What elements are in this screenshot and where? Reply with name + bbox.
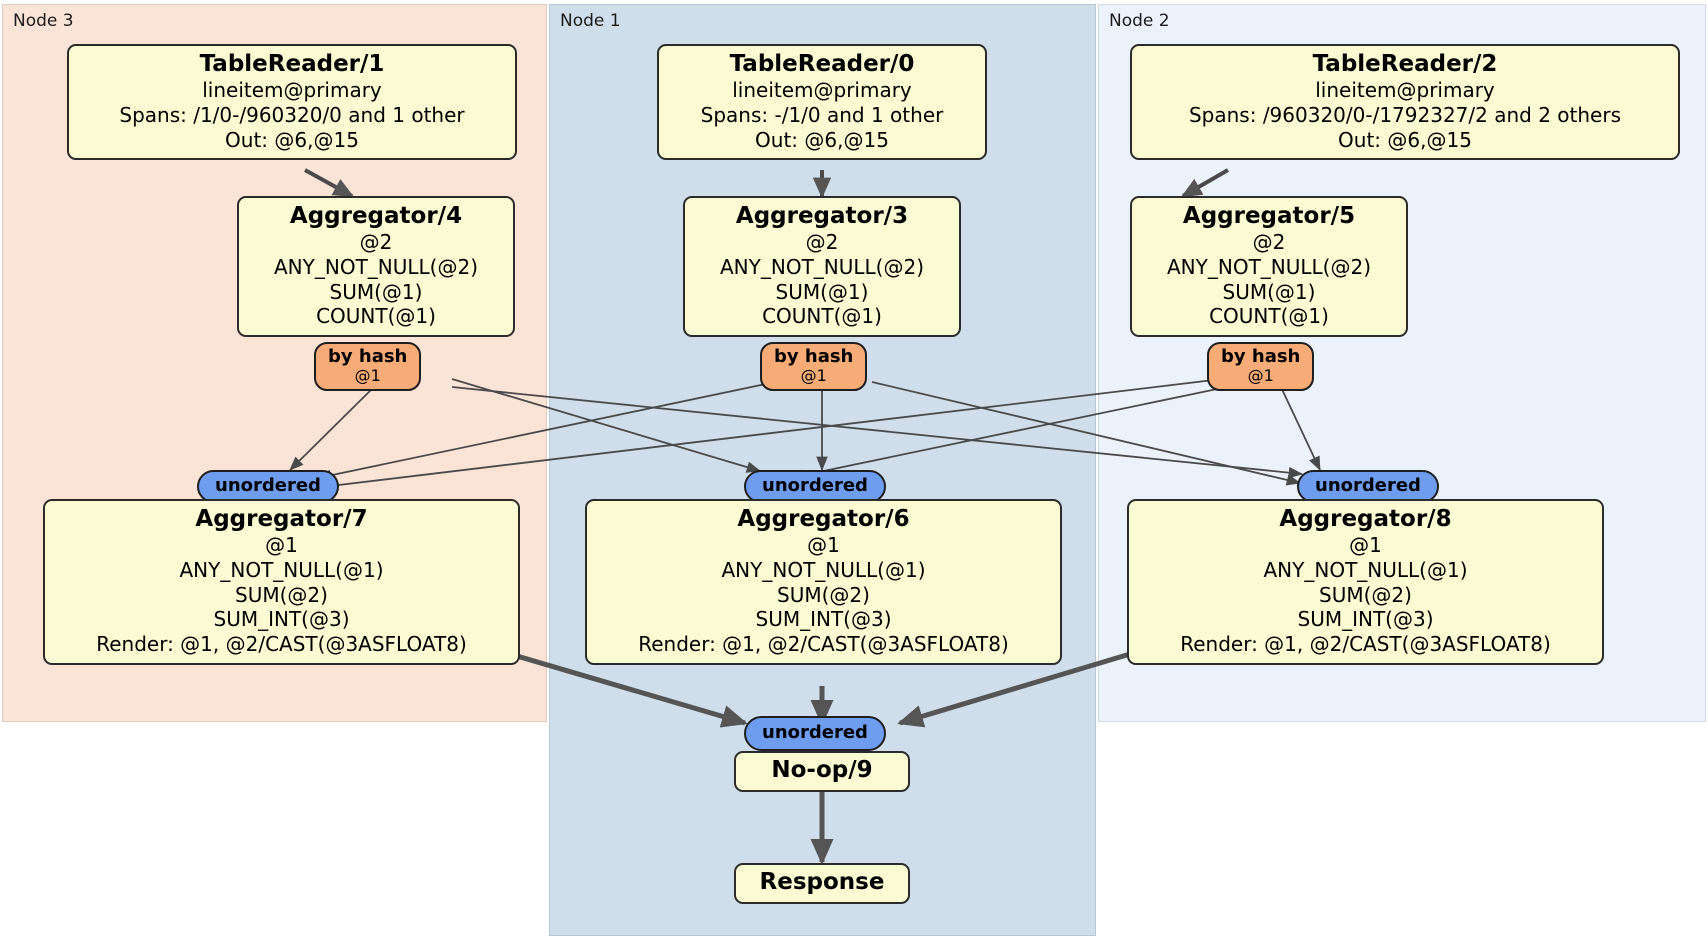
- hash-router-title: by hash: [774, 346, 854, 367]
- synchronizer-aggregator-8[interactable]: unordered: [1297, 470, 1439, 504]
- processor-title: TableReader/2: [1312, 51, 1498, 77]
- processor-detail-line: @1: [265, 533, 298, 558]
- processor-detail-line: Spans: /960320/0-/1792327/2 and 2 others: [1188, 102, 1621, 127]
- processor-response[interactable]: Response: [734, 863, 910, 904]
- processor-detail-line: Spans: -/1/0 and 1 other: [700, 102, 944, 127]
- hash-router-key: @1: [354, 366, 381, 386]
- processor-title: Response: [759, 869, 885, 895]
- processor-detail-line: @2: [1252, 230, 1286, 255]
- processor-table-reader-2[interactable]: TableReader/2 lineitem@primary Spans: /9…: [1130, 44, 1680, 161]
- synchronizer-title: unordered: [762, 475, 868, 496]
- processor-detail-line: SUM_INT(@3): [755, 607, 892, 632]
- hash-router-aggregator-5[interactable]: by hash @1: [1207, 342, 1315, 391]
- processor-detail-line: SUM_INT(@3): [1297, 607, 1434, 632]
- processor-detail-line: SUM_INT(@3): [213, 607, 350, 632]
- processor-detail-line: ANY_NOT_NULL(@1): [721, 557, 926, 582]
- processor-detail-line: lineitem@primary: [732, 78, 912, 103]
- processor-table-reader-1[interactable]: TableReader/1 lineitem@primary Spans: /1…: [67, 44, 517, 161]
- processor-detail-line: Render: @1, @2/CAST(@3ASFLOAT8): [638, 632, 1009, 657]
- processor-aggregator-3[interactable]: Aggregator/3 @2 ANY_NOT_NULL(@2) SUM(@1)…: [683, 196, 961, 338]
- processor-title: TableReader/0: [729, 51, 915, 77]
- processor-detail-line: Render: @1, @2/CAST(@3ASFLOAT8): [1180, 632, 1551, 657]
- hash-router-key: @1: [800, 366, 827, 386]
- processor-detail-line: COUNT(@1): [762, 304, 882, 329]
- processor-detail-line: lineitem@primary: [202, 78, 382, 103]
- processor-detail-line: ANY_NOT_NULL(@2): [274, 254, 478, 279]
- processor-detail-line: SUM(@2): [235, 582, 328, 607]
- processor-title: Aggregator/5: [1182, 203, 1356, 229]
- processor-detail-line: COUNT(@1): [1209, 304, 1329, 329]
- processor-table-reader-0[interactable]: TableReader/0 lineitem@primary Spans: -/…: [657, 44, 987, 161]
- processor-detail-line: @1: [807, 533, 840, 558]
- node-label-node1: Node 1: [560, 11, 621, 31]
- processor-detail-line: SUM(@1): [1222, 279, 1316, 304]
- processor-detail-line: @1: [1349, 533, 1382, 558]
- processor-detail-line: @2: [359, 230, 393, 255]
- processor-detail-line: Out: @6,@15: [1338, 127, 1472, 152]
- processor-title: Aggregator/8: [1279, 506, 1452, 532]
- processor-detail-line: ANY_NOT_NULL(@1): [179, 557, 384, 582]
- processor-detail-line: lineitem@primary: [1315, 78, 1495, 103]
- synchronizer-aggregator-6[interactable]: unordered: [744, 470, 886, 504]
- hash-router-aggregator-4[interactable]: by hash @1: [314, 342, 422, 391]
- processor-detail-line: Out: @6,@15: [755, 127, 889, 152]
- processor-detail-line: ANY_NOT_NULL(@2): [720, 254, 924, 279]
- synchronizer-title: unordered: [762, 722, 868, 743]
- processor-title: Aggregator/7: [195, 506, 368, 532]
- processor-aggregator-8[interactable]: Aggregator/8 @1 ANY_NOT_NULL(@1) SUM(@2)…: [1127, 499, 1604, 666]
- processor-detail-line: ANY_NOT_NULL(@2): [1167, 254, 1371, 279]
- processor-title: Aggregator/4: [289, 203, 463, 229]
- hash-router-aggregator-3[interactable]: by hash @1: [760, 342, 868, 391]
- processor-detail-line: COUNT(@1): [316, 304, 436, 329]
- processor-detail-line: @2: [805, 230, 839, 255]
- hash-router-key: @1: [1247, 366, 1274, 386]
- processor-aggregator-6[interactable]: Aggregator/6 @1 ANY_NOT_NULL(@1) SUM(@2)…: [585, 499, 1062, 666]
- processor-noop-9[interactable]: No-op/9: [734, 751, 910, 792]
- processor-detail-line: Spans: /1/0-/960320/0 and 1 other: [119, 102, 465, 127]
- processor-detail-line: ANY_NOT_NULL(@1): [1263, 557, 1468, 582]
- processor-detail-line: SUM(@2): [777, 582, 870, 607]
- processor-detail-line: Render: @1, @2/CAST(@3ASFLOAT8): [96, 632, 467, 657]
- synchronizer-title: unordered: [215, 475, 321, 496]
- processor-aggregator-5[interactable]: Aggregator/5 @2 ANY_NOT_NULL(@2) SUM(@1)…: [1130, 196, 1408, 338]
- processor-detail-line: SUM(@1): [775, 279, 869, 304]
- node-label-node2: Node 2: [1109, 11, 1170, 31]
- synchronizer-noop-9[interactable]: unordered: [744, 716, 886, 752]
- processor-title: Aggregator/6: [737, 506, 910, 532]
- processor-aggregator-7[interactable]: Aggregator/7 @1 ANY_NOT_NULL(@1) SUM(@2)…: [43, 499, 520, 666]
- processor-title: No-op/9: [771, 757, 873, 783]
- synchronizer-title: unordered: [1315, 475, 1421, 496]
- processor-title: TableReader/1: [199, 51, 385, 77]
- processor-detail-line: SUM(@2): [1319, 582, 1412, 607]
- processor-detail-line: SUM(@1): [329, 279, 423, 304]
- processor-detail-line: Out: @6,@15: [225, 127, 359, 152]
- node-label-node3: Node 3: [13, 11, 74, 31]
- hash-router-title: by hash: [328, 346, 408, 367]
- processor-title: Aggregator/3: [735, 203, 909, 229]
- hash-router-title: by hash: [1221, 346, 1301, 367]
- processor-aggregator-4[interactable]: Aggregator/4 @2 ANY_NOT_NULL(@2) SUM(@1)…: [237, 196, 515, 338]
